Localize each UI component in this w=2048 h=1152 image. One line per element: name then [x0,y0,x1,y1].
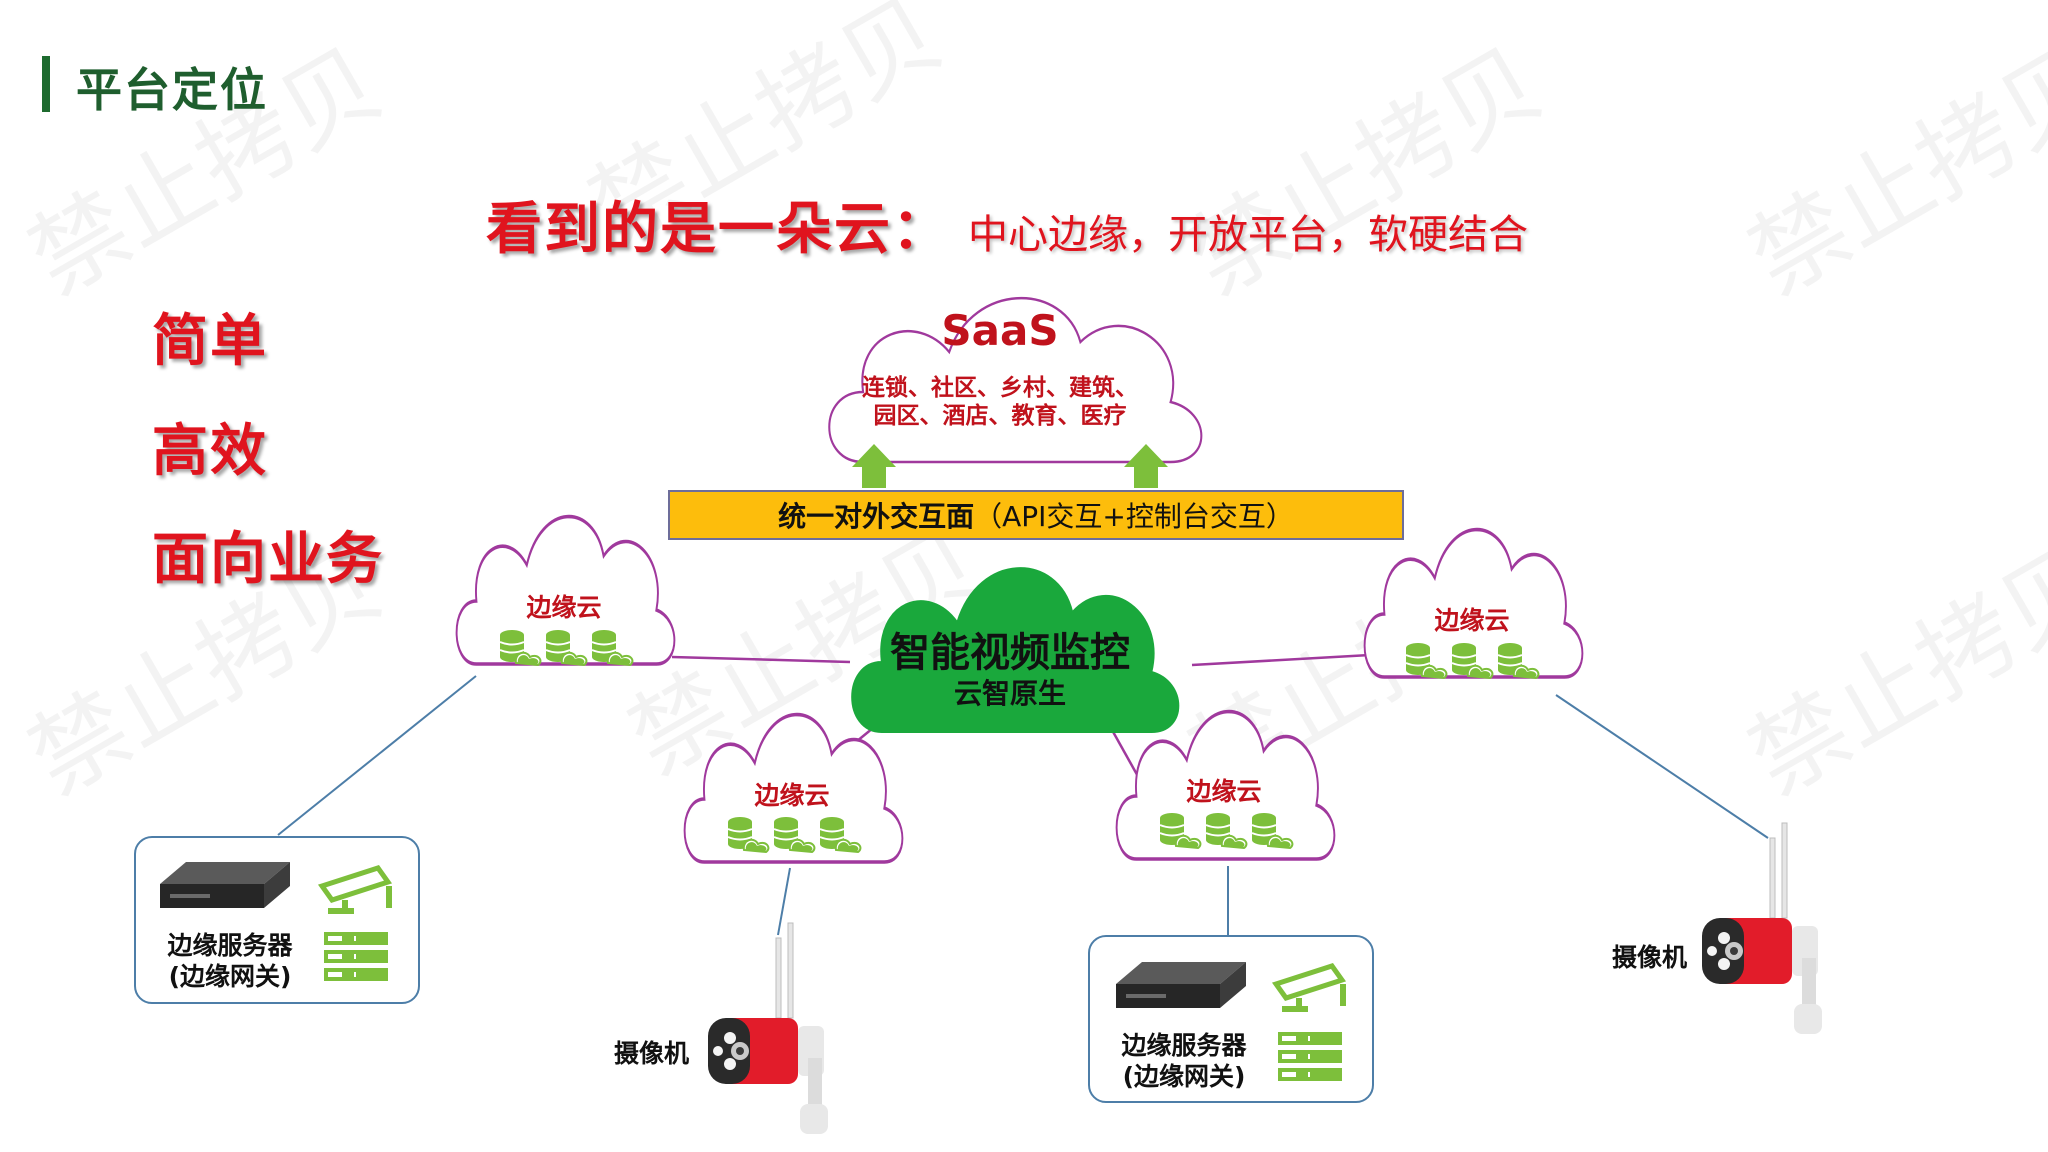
database-cloud-icons-3 [727,816,862,853]
up-arrow-icon [852,444,896,488]
cctv-icon-2 [1276,966,1346,1012]
page-title: 平台定位 [76,63,268,117]
edge-server-icon-2 [1116,962,1246,1008]
edge-gateway-name-1: (边缘网关) [168,962,292,991]
server-rack-icon [324,932,388,981]
edge-cloud-label-2: 边缘云 [1434,606,1510,635]
headline-sub: 中心边缘，开放平台，软硬结合 [968,212,1528,258]
feature-simple: 简单 [152,309,268,374]
edge-server-label-1: 边缘服务器 (边缘网关) [150,930,310,992]
feature-efficient: 高效 [152,419,268,484]
server-rack-icon-2 [1278,1032,1342,1081]
saas-industries-line2: 园区、酒店、教育、医疗 [873,403,1127,429]
edge-cloud-label-1: 边缘云 [526,593,602,622]
database-cloud-icons-4 [1159,812,1294,849]
edge-server-name-2: 边缘服务器 [1121,1031,1247,1060]
saas-industries-line1: 连锁、社区、乡村、建筑、 [862,375,1138,401]
edge-server-name-1: 边缘服务器 [167,931,293,960]
database-cloud-icons-2 [1405,642,1540,679]
camera-label-1: 摄像机 [614,1039,690,1068]
database-cloud-icons-1 [499,629,634,666]
cctv-icon [322,868,392,914]
headline-main: 看到的是一朵云： [486,197,950,262]
api-bar-detail: （API交互+控制台交互） [974,500,1294,533]
core-cloud-title: 智能视频监控 [890,630,1130,676]
camera-icon [707,922,829,1135]
edge-cloud-label-3: 边缘云 [754,781,830,810]
edge-server-icon [160,862,290,908]
up-arrow-icon-2 [1124,444,1168,488]
core-cloud-subtitle: 云智原生 [953,677,1066,710]
edge-server-label-2: 边缘服务器 (边缘网关) [1104,1030,1264,1092]
api-bar-title: 统一对外交互面 [778,500,975,533]
feature-business: 面向业务 [152,527,384,592]
unified-interface-bar: 统一对外交互面（API交互+控制台交互） [668,490,1404,540]
edge-cloud-label-4: 边缘云 [1186,777,1262,806]
title-accent-bar [42,56,50,112]
edge-gateway-name-2: (边缘网关) [1122,1062,1246,1091]
saas-title: SaaS [941,306,1059,355]
camera-label-2: 摄像机 [1612,943,1688,972]
camera-icon-2 [1701,822,1823,1035]
headline: 看到的是一朵云： 中心边缘，开放平台，软硬结合 [486,184,1528,265]
